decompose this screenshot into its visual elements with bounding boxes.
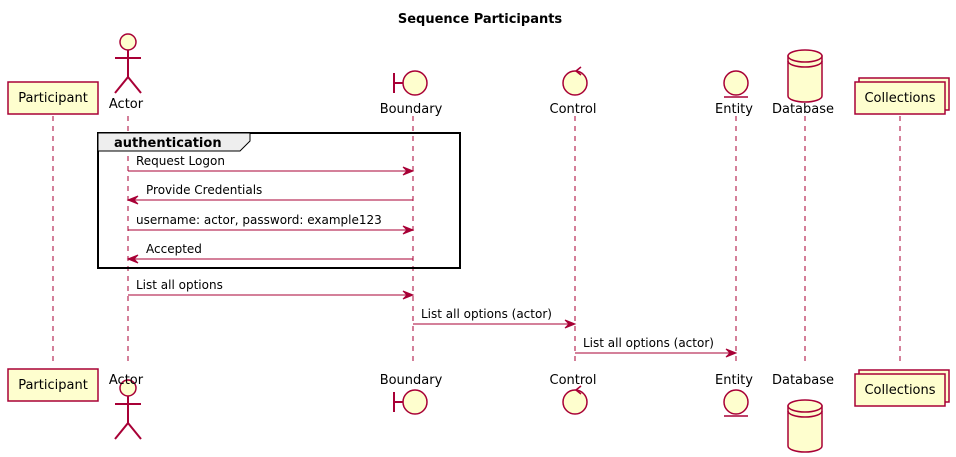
participant-label-collections: Collections [864,383,935,398]
participant-label-database: Database [772,102,834,117]
message-label-6: List all options (actor) [421,307,552,321]
participant-control-top: Control [550,66,597,117]
collections-front-box [854,373,946,407]
message-label-2: Provide Credentials [146,183,262,197]
group-frame [97,132,461,269]
message-label-4: Accepted [146,242,202,256]
participant-label-participant: Participant [18,378,88,393]
participant-label-participant: Participant [18,91,88,106]
group-frame-label: authentication [114,136,222,151]
diagram-title: Sequence Participants [398,12,563,27]
message-arrowhead-5 [402,290,415,300]
message-arrowhead-6 [564,319,577,329]
boundary-icon [393,70,428,96]
participant-actor-top: Actor [109,33,144,112]
participant-box [7,81,99,115]
database-icon [787,399,823,453]
database-icon [787,49,823,103]
actor-icon [114,33,142,94]
participant-collections-bottom: Collections [854,369,950,407]
participant-database-bottom: Database [772,373,834,453]
message-arrowhead-1 [402,166,415,176]
message-arrowhead-4 [126,254,139,264]
control-icon [562,66,588,96]
participant-participant-top: Participant [7,81,99,115]
message-label-3: username: actor, password: example123 [136,213,382,227]
actor-icon [114,379,142,440]
participant-control-bottom: Control [550,373,597,415]
message-label-7: List all options (actor) [583,336,714,350]
participant-label-collections: Collections [864,91,935,106]
message-arrowhead-2 [126,195,139,205]
message-label-1: Request Logon [136,154,225,168]
group-frame-tab [97,132,251,152]
participant-label-entity: Entity [715,102,753,117]
participant-box [7,368,99,402]
participant-participant-bottom: Participant [7,368,99,402]
participant-label-control: Control [550,102,597,117]
message-arrowhead-7 [725,348,738,358]
participant-boundary-top: Boundary [380,70,443,117]
control-icon [562,385,588,415]
participant-entity-top: Entity [715,70,753,117]
boundary-icon [393,389,428,415]
participant-label-boundary: Boundary [380,373,443,388]
collections-front-box [854,81,946,115]
participant-label-database: Database [772,373,834,388]
participant-label-actor: Actor [109,97,144,112]
entity-icon [723,70,749,98]
participant-label-entity: Entity [715,373,753,388]
participant-database-top: Database [772,49,834,117]
participant-collections-top: Collections [854,77,950,115]
message-label-5: List all options [136,278,223,292]
participant-label-control: Control [550,373,597,388]
participant-entity-bottom: Entity [715,373,753,417]
participant-label-boundary: Boundary [380,102,443,117]
entity-icon [723,389,749,417]
message-arrowhead-3 [402,225,415,235]
participant-actor-bottom: Actor [109,373,144,440]
participant-label-actor: Actor [109,373,144,388]
participant-boundary-bottom: Boundary [380,373,443,415]
